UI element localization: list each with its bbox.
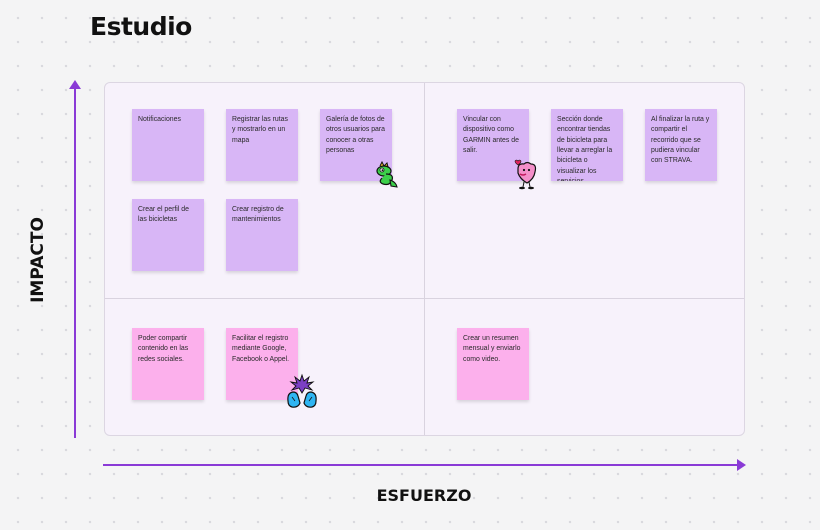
sticky-note-vincular-strava[interactable]: Al finalizar la ruta y compartir el reco… [645,109,717,181]
sticky-note-registro-mantenimientos[interactable]: Crear registro de mantenimientos [226,199,298,271]
y-axis-label: IMPACTO [28,217,48,303]
board-title: Estudio [90,12,192,41]
sticky-note-perfil-bicicletas[interactable]: Crear el perfil de las bicicletas [132,199,204,271]
quadrant-divider-horizontal [105,298,744,299]
sticky-note-notificaciones[interactable]: Notificaciones [132,109,204,181]
y-axis-arrow [74,86,76,438]
sticky-note-seccion-tiendas[interactable]: Sección donde encontrar tiendas de bicic… [551,109,623,181]
x-axis-arrowhead [737,459,746,471]
x-axis-label: ESFUERZO [376,486,472,505]
sticky-note-registrar-rutas[interactable]: Registrar las rutas y mostrarlo en un ma… [226,109,298,181]
pink-heart-character-sticker[interactable] [510,157,542,191]
quadrant-divider-vertical [424,83,425,435]
sticky-note-resumen-video[interactable]: Crear un resumen mensual y enviarlo como… [457,328,529,400]
sticky-note-galeria-fotos[interactable]: Galería de fotos de otros usuarios para … [320,109,392,181]
sticky-note-vincular-garmin[interactable]: Vincular con dispositivo como GARMIN ant… [457,109,529,181]
x-axis-arrow [103,464,739,466]
blue-hands-sticker[interactable] [284,373,320,409]
sticky-note-compartir-redes[interactable]: Poder compartir contenido en las redes s… [132,328,204,400]
sticky-note-registro-social[interactable]: Facilitar el registro mediante Google, F… [226,328,298,400]
green-snake-sticker[interactable] [372,160,402,190]
y-axis-arrowhead [69,80,81,89]
